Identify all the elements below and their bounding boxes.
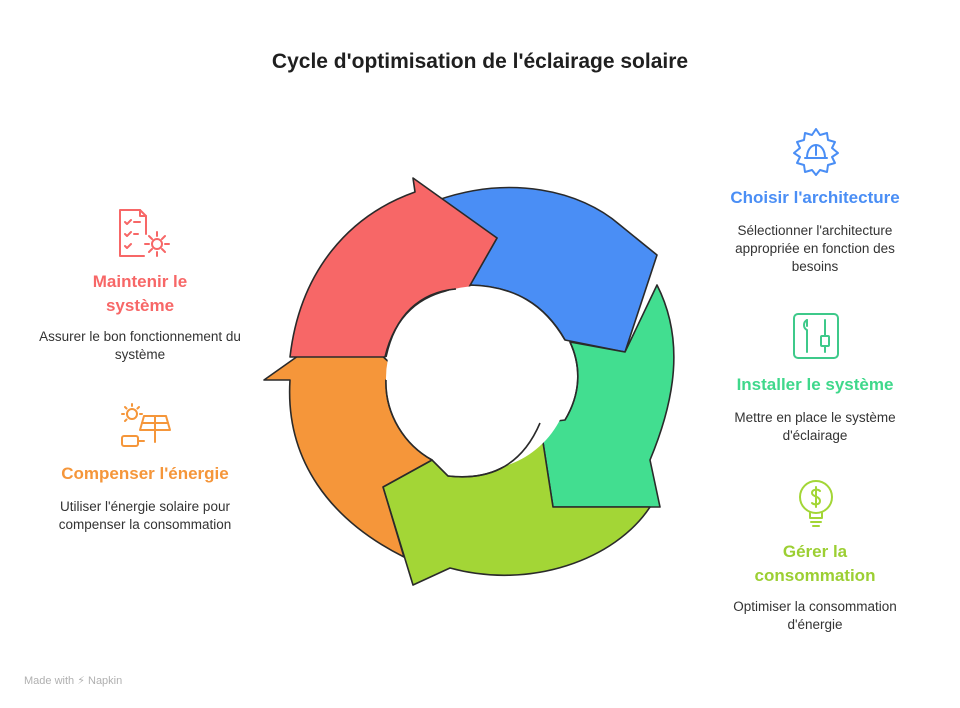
step-description: Optimiser la consommation d'énergie <box>733 599 897 632</box>
step-maintenir: Maintenir le système Assurer le bon fonc… <box>39 270 241 364</box>
tools-icon <box>793 313 839 359</box>
step-description: Mettre en place le système d'éclairage <box>734 410 896 443</box>
step-description: Sélectionner l'architecture appropriée e… <box>735 223 895 274</box>
step-compenser: Compenser l'énergie Utiliser l'énergie s… <box>35 462 255 534</box>
step-heading: Installer le système <box>736 375 894 394</box>
step-installer: Installer le système Mettre en place le … <box>700 373 930 445</box>
step-choisir: Choisir l'architecture Sélectionner l'ar… <box>700 186 930 276</box>
step-gerer: Gérer la consommation Optimiser la conso… <box>730 540 900 634</box>
step-heading: Choisir l'architecture <box>730 188 900 207</box>
step-heading: Gérer la consommation <box>754 542 876 585</box>
dollar-bulb-icon <box>799 480 833 527</box>
step-description: Utiliser l'énergie solaire pour compense… <box>58 499 232 532</box>
brand-label: Napkin <box>88 675 123 687</box>
step-heading: Compenser l'énergie <box>61 464 229 483</box>
footer: Made with ⚡ Napkin <box>24 674 122 687</box>
napkin-logo-icon: ⚡ <box>77 675 85 687</box>
page-title: Cycle d'optimisation de l'éclairage sola… <box>271 50 689 73</box>
step-heading: Maintenir le système <box>92 272 188 315</box>
step-description: Assurer le bon fonctionnement du système <box>39 329 241 362</box>
solar-panel-icon <box>121 403 171 447</box>
gear-helmet-icon <box>793 128 839 176</box>
checklist-gear-icon <box>119 209 170 257</box>
made-with-label: Made with <box>24 675 75 687</box>
